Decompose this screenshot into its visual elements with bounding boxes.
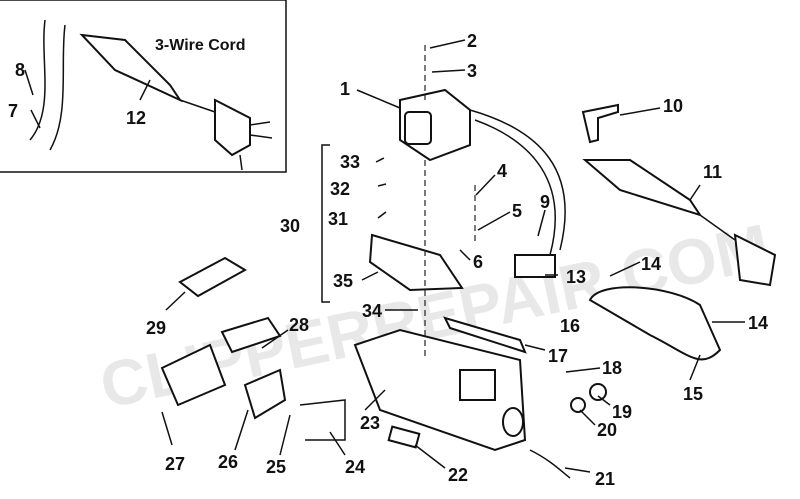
group-bracket-30 [321, 144, 330, 303]
callout-10: 10 [663, 96, 683, 116]
callout-28: 28 [289, 315, 309, 335]
callout-14a: 14 [641, 254, 661, 274]
blade-holder [243, 368, 287, 420]
lever-assembly [368, 233, 464, 292]
leader-lines [24, 39, 745, 473]
callout-23: 23 [360, 413, 380, 433]
clipper-housing [353, 328, 527, 452]
nut-20 [570, 397, 586, 413]
callout-34: 34 [362, 301, 382, 321]
callout-24: 24 [345, 457, 365, 477]
callout-33: 33 [340, 152, 360, 172]
callout-15: 15 [683, 384, 703, 404]
callout-2: 2 [467, 31, 477, 51]
wrench [299, 399, 346, 441]
spring-arm [443, 316, 527, 354]
callout-17: 17 [548, 346, 568, 366]
callout-13: 13 [566, 267, 586, 287]
callout-25: 25 [266, 457, 286, 477]
callout-20: 20 [597, 420, 617, 440]
callout-31: 31 [328, 209, 348, 229]
power-cord [469, 109, 777, 287]
callout-29: 29 [146, 318, 166, 338]
callout-labels: 1 2 3 4 5 6 7 8 9 10 11 12 13 14 14 15 1… [8, 31, 768, 489]
callout-19: 19 [612, 402, 632, 422]
blade-part-27 [160, 343, 227, 407]
callout-14b: 14 [748, 313, 768, 333]
callout-27: 27 [165, 454, 185, 474]
switch [514, 254, 556, 278]
blade-part-29 [178, 256, 248, 298]
callout-8: 8 [15, 60, 25, 80]
callout-16: 16 [560, 316, 580, 336]
guard-plate [588, 286, 722, 361]
callout-3: 3 [467, 61, 477, 81]
callout-22: 22 [448, 465, 468, 485]
callout-1: 1 [340, 79, 350, 99]
callout-12: 12 [126, 108, 146, 128]
plug-3-prong-icon [214, 98, 251, 157]
callout-35: 35 [333, 271, 353, 291]
spring-wire [529, 449, 571, 479]
inset-caption: 3-Wire Cord [155, 37, 246, 54]
callout-21: 21 [595, 469, 615, 489]
callout-5: 5 [512, 201, 522, 221]
nut-19 [589, 383, 607, 401]
motor-coil [399, 88, 471, 162]
callout-9: 9 [540, 192, 550, 212]
callout-26: 26 [218, 452, 238, 472]
callout-6: 6 [473, 252, 483, 272]
bracket [581, 103, 619, 144]
callout-30: 30 [280, 216, 300, 236]
callout-18: 18 [602, 358, 622, 378]
callout-11: 11 [703, 162, 722, 182]
callout-7: 7 [8, 101, 18, 121]
plug-2-prong-icon [733, 233, 777, 287]
callout-32: 32 [330, 179, 350, 199]
blade-clip [387, 425, 421, 449]
inset-3-wire-cord: 3-Wire Cord [0, 0, 287, 173]
callout-4: 4 [497, 161, 507, 181]
